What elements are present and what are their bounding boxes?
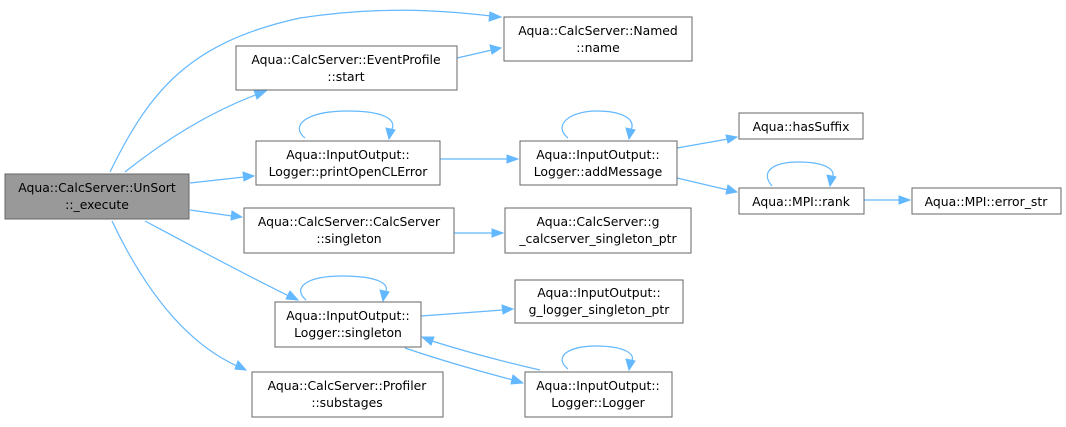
node-label-line-1: Aqua::CalcServer::Named (518, 23, 678, 38)
node-label-line-1: Aqua::MPI::error_str (925, 194, 1049, 209)
node-label-line-2: _calcserver_singleton_ptr (518, 231, 677, 246)
edge-addmessage-self (561, 110, 633, 139)
node-hassuffix[interactable]: Aqua::hasSuffix (738, 112, 864, 140)
node-logger-ctor[interactable]: Aqua::InputOutput:: Logger::Logger (524, 371, 673, 418)
edge-unsort-to-named-name (109, 9, 492, 173)
node-calcserver-singleton[interactable]: Aqua::CalcServer::CalcServer ::singleton (243, 207, 455, 254)
node-label-line-1: Aqua::hasSuffix (753, 119, 850, 134)
node-eventprofile-start[interactable]: Aqua::CalcServer::EventProfile ::start (235, 45, 458, 91)
arrowhead (826, 174, 837, 188)
arrowhead (285, 290, 300, 301)
arrowhead (725, 184, 739, 195)
edge-logger-singleton-to-logger-ctor (404, 347, 514, 381)
node-label-line-1: Aqua::CalcServer::CalcServer (258, 214, 441, 229)
edge-unsort-to-calcserver-singleton (189, 209, 233, 217)
edge-unsort-to-logger-singleton (144, 220, 290, 297)
node-label-line-1: Aqua::InputOutput:: (537, 285, 660, 300)
node-printopenclerror[interactable]: Aqua::InputOutput:: Logger::printOpenCLE… (255, 140, 441, 186)
arrowhead (491, 228, 505, 238)
node-label-line-2: Logger::addMessage (534, 164, 662, 179)
edge-unsort-to-printopenclerror (189, 176, 245, 184)
node-label-line-2: Logger::Logger (551, 395, 645, 410)
arrowhead (379, 289, 390, 303)
edge-layer (109, 9, 912, 385)
arrowhead (489, 44, 503, 55)
edge-logger-singleton-self (300, 275, 387, 301)
node-logger-singleton[interactable]: Aqua::InputOutput:: Logger::singleton (274, 301, 422, 348)
edge-unsort-to-profiler-substages (111, 220, 238, 367)
edge-unsort-to-eventprofile-start (124, 93, 259, 173)
arrowhead (230, 210, 244, 221)
node-label-line-1: Aqua::InputOutput:: (286, 147, 409, 162)
arrowhead (253, 89, 268, 100)
node-mpi-error-str[interactable]: Aqua::MPI::error_str (911, 187, 1062, 215)
node-label-line-1: Aqua::CalcServer::UnSort (18, 180, 176, 195)
node-profiler-substages[interactable]: Aqua::CalcServer::Profiler ::substages (251, 371, 444, 418)
node-label-line-1: Aqua::CalcServer::Profiler (268, 378, 428, 393)
node-mpi-rank[interactable]: Aqua::MPI::rank (738, 187, 865, 215)
node-label-line-1: Aqua::MPI::rank (752, 194, 851, 209)
node-g-logger-ptr[interactable]: Aqua::InputOutput:: g_logger_singleton_p… (514, 279, 684, 324)
arrowhead (420, 336, 435, 346)
arrowhead (506, 154, 520, 164)
node-label-line-2: ::name (576, 40, 620, 55)
arrowhead (625, 127, 636, 141)
arrowhead (242, 171, 256, 182)
arrowhead (625, 358, 636, 372)
arrowhead (501, 304, 515, 315)
node-label-line-2: ::singleton (316, 231, 381, 246)
node-label-line-1: Aqua::InputOutput:: (286, 308, 409, 323)
node-label-line-1: Aqua::CalcServer::g (536, 214, 659, 229)
node-label-line-1: Aqua::InputOutput:: (536, 147, 659, 162)
node-unsort-execute[interactable]: Aqua::CalcServer::UnSort ::_execute (4, 173, 190, 220)
edge-logger-ctor-self (561, 345, 633, 370)
arrowhead (510, 374, 525, 385)
edge-logger-singleton-to-g-logger-ptr (420, 309, 504, 317)
arrowhead (385, 127, 396, 141)
node-label-line-2: ::substages (311, 395, 382, 410)
edge-printopenclerror-self (298, 110, 394, 139)
node-label-line-1: Aqua::InputOutput:: (536, 378, 659, 393)
node-g-calcserver-ptr[interactable]: Aqua::CalcServer::g _calcserver_singleto… (504, 207, 692, 254)
node-label-line-2: g_logger_singleton_ptr (529, 302, 671, 317)
arrowhead (898, 195, 912, 205)
node-label-line-2: Logger::printOpenCLError (269, 164, 429, 179)
node-label-line-1: Aqua::CalcServer::EventProfile (251, 52, 440, 67)
node-label-line-2: ::_execute (65, 197, 129, 212)
edge-mpi-rank-self (766, 161, 834, 187)
node-label-line-2: ::start (327, 69, 364, 84)
node-label-line-2: Logger::singleton (294, 325, 402, 340)
node-addmessage[interactable]: Aqua::InputOutput:: Logger::addMessage (519, 140, 678, 186)
node-layer: Aqua::CalcServer::UnSort ::_execute Aqua… (4, 16, 1062, 418)
edge-eventprofile-start-to-named-name (456, 49, 493, 59)
edge-logger-ctor-to-logger-singleton (431, 340, 541, 371)
arrowhead (488, 11, 503, 22)
arrowhead (725, 134, 739, 144)
edge-addmessage-to-mpi-rank (676, 177, 729, 191)
edge-addmessage-to-hassuffix (676, 138, 729, 149)
arrowhead (234, 360, 248, 371)
node-named-name[interactable]: Aqua::CalcServer::Named ::name (503, 16, 693, 62)
